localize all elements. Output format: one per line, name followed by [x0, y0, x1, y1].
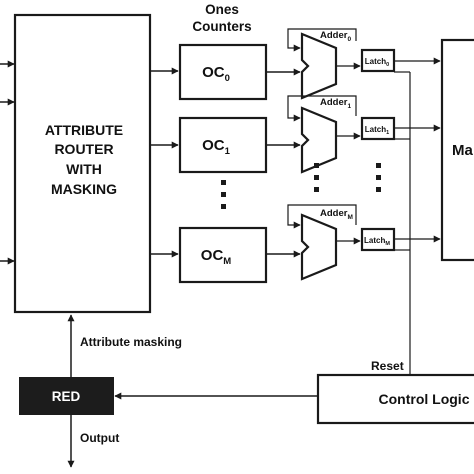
adder-0-label: Adder0 — [320, 30, 351, 43]
latch-ellipsis — [376, 163, 381, 192]
router-label-line2: ROUTER — [54, 141, 113, 157]
ones-counters-heading-line2: Counters — [192, 19, 251, 34]
reset-label: Reset — [371, 359, 404, 373]
control-logic: Control Logic — [316, 373, 474, 425]
adder-ellipsis — [314, 163, 319, 192]
counter-ocm-box — [178, 226, 268, 284]
counter-oc1: OC1 — [178, 116, 268, 174]
adder-1-feedback-line — [287, 95, 357, 122]
router-label-line3: WITH — [66, 161, 102, 177]
reset-wiring — [394, 71, 411, 375]
router-label-line4: MASKING — [51, 181, 117, 197]
counter-ocm-label: OCM — [201, 247, 232, 267]
counter-oc0-label: OC0 — [202, 64, 230, 84]
right-block-box — [440, 38, 474, 262]
adder-0: Adder0 — [287, 28, 361, 100]
right-block: Ma — [440, 38, 474, 262]
adder-1: Adder1 — [287, 95, 361, 174]
adder-1-shape — [300, 106, 338, 174]
latch-1: Latch1 — [360, 116, 441, 141]
input-arrows — [0, 60, 15, 265]
counter-to-adder-arrows — [266, 68, 301, 258]
counter-oc0: OC0 — [178, 43, 268, 101]
latch-m-label: LatchM — [364, 236, 390, 247]
ones-counters-heading-line1: Ones — [205, 2, 239, 17]
red-block-box — [19, 377, 114, 415]
adder-0-feedback-line — [287, 28, 357, 52]
output-label: Output — [80, 431, 119, 445]
router-label-line1: ATTRIBUTE — [45, 122, 123, 138]
control-logic-label: Control Logic — [379, 391, 470, 407]
adder-m-shape — [300, 213, 338, 281]
adder-m-feedback-line — [287, 204, 357, 229]
adder-m: AdderM — [287, 204, 361, 281]
router-to-counter-arrows — [150, 67, 179, 258]
counter-ellipsis — [221, 180, 226, 209]
counter-oc1-label: OC1 — [202, 137, 231, 157]
red-block-label: RED — [52, 389, 81, 404]
latch-1-label: Latch1 — [365, 125, 389, 136]
latch-0: Latch0 — [360, 48, 441, 73]
attribute-router-box — [13, 13, 152, 314]
adder-1-label: Adder1 — [320, 97, 351, 110]
red-block: RED — [19, 377, 114, 415]
attribute-router: ATTRIBUTE ROUTER WITH MASKING — [13, 13, 152, 314]
right-block-label: Ma — [452, 142, 473, 159]
adder-0-shape — [300, 32, 338, 100]
latch-m: LatchM — [360, 227, 441, 252]
latch-0-label: Latch0 — [365, 57, 389, 68]
counter-ocm: OCM — [178, 226, 268, 284]
attribute-masking-label: Attribute masking — [80, 335, 182, 349]
control-logic-box — [316, 373, 474, 425]
adder-m-label: AdderM — [320, 208, 353, 221]
